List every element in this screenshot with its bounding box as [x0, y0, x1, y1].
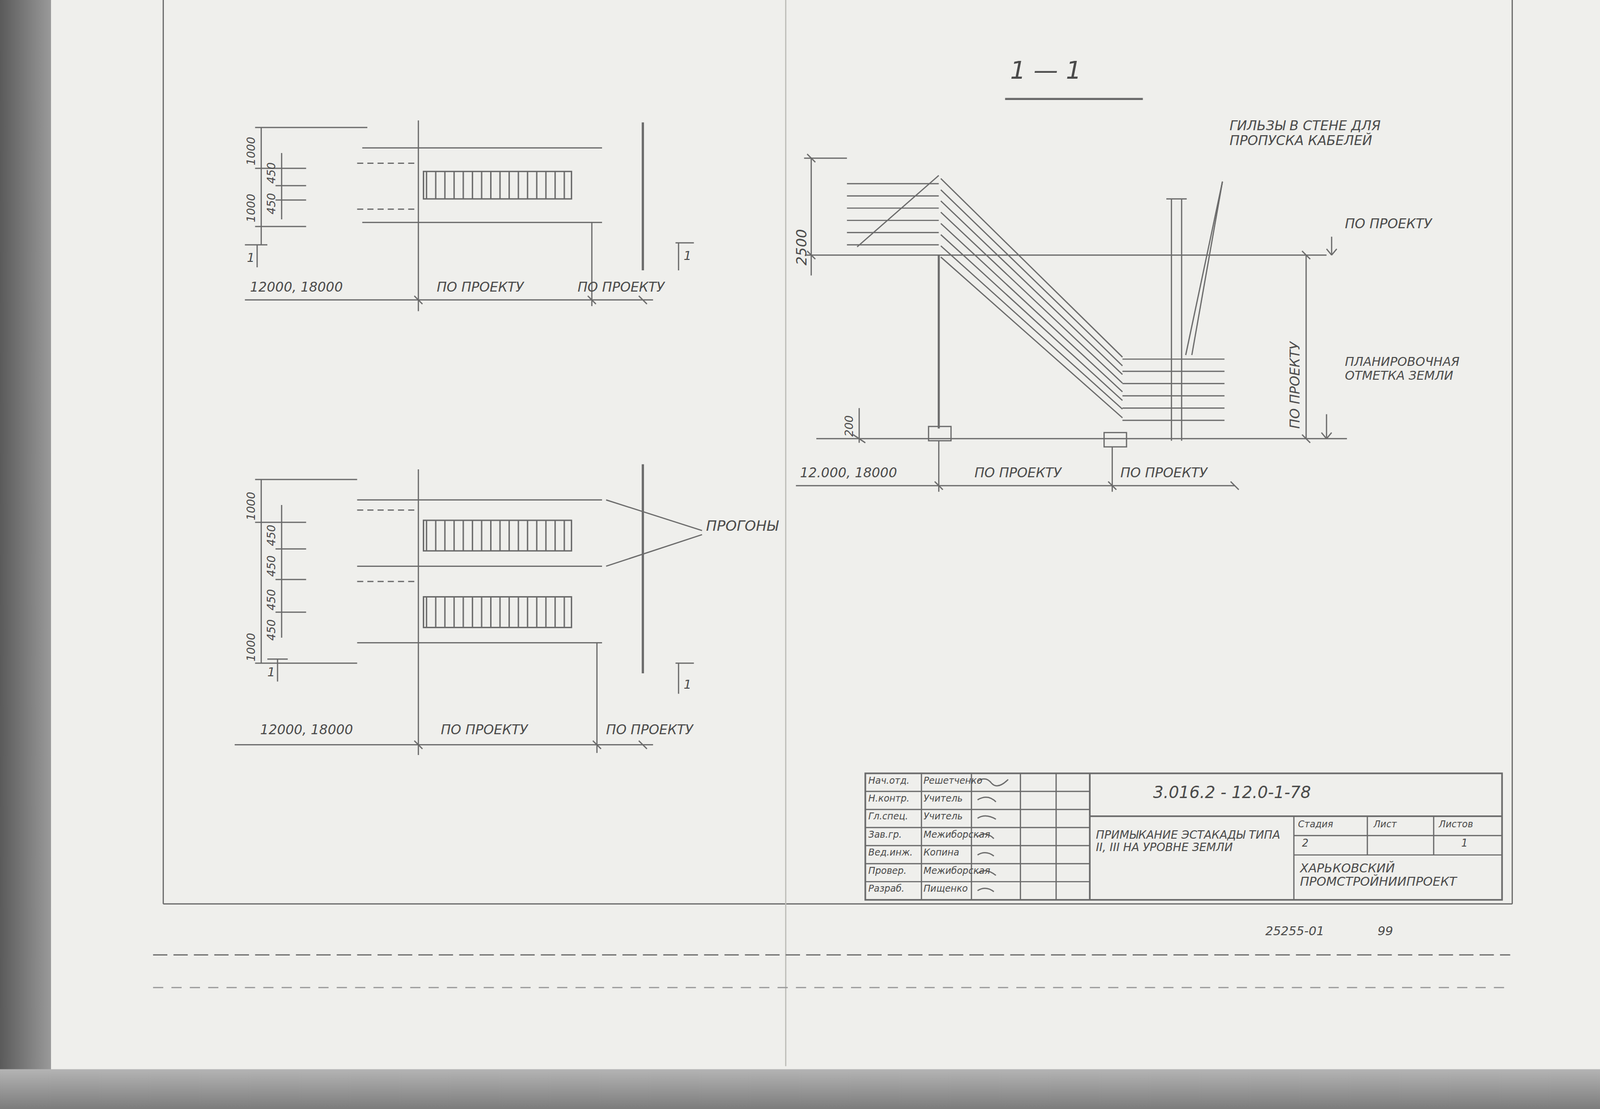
- note-text: ПЛАНИРОВОЧНАЯ ОТМЕТКА ЗЕМЛИ: [1345, 354, 1468, 382]
- label-text: ПО ПРОЕКТУ: [1345, 216, 1433, 231]
- label-text: Провер.: [868, 865, 907, 876]
- note-text: ПРИМЫКАНИЕ ЭСТАКАДЫ ТИПА II, III НА УРОВ…: [1096, 828, 1289, 854]
- dimension-text: 1000: [245, 194, 258, 223]
- label-text: Разраб.: [868, 883, 905, 894]
- label-text: ПО ПРОЕКТУ: [440, 722, 528, 737]
- label-text: 12.000, 18000: [800, 465, 898, 480]
- label-text: 25255-01: [1265, 924, 1325, 938]
- dimension-text: 200: [843, 415, 856, 437]
- dimension-text: 2500: [794, 229, 810, 266]
- label-text: 12000, 18000: [260, 722, 353, 737]
- note-text: ХАРЬКОВСКИЙ ПРОМСТРОЙНИИПРОЕКТ: [1300, 861, 1499, 889]
- label-text: Учитель: [923, 793, 963, 804]
- dimension-text: 450: [265, 524, 278, 547]
- label-text: 1: [683, 249, 692, 263]
- label-text: 1 — 1: [1010, 56, 1082, 84]
- label-text: Решетченко: [923, 775, 983, 786]
- label-text: Зав.гр.: [868, 829, 902, 840]
- label-text: 12000, 18000: [250, 279, 343, 295]
- label-text: ПО ПРОЕКТУ: [605, 722, 694, 737]
- label-text: ПО ПРОЕКТУ: [577, 279, 665, 295]
- dimension-text: 450: [265, 588, 278, 610]
- label-text: Учитель: [923, 811, 963, 822]
- dimension-text: ПО ПРОЕКТУ: [1287, 341, 1302, 429]
- label-text: Пищенко: [923, 883, 968, 894]
- label-text: 3.016.2 - 12.0-1-78: [1152, 783, 1311, 802]
- label-text: 1: [683, 677, 692, 692]
- label-text: Копина: [923, 847, 959, 858]
- label-text: Межиборская: [923, 865, 991, 876]
- label-text: ПРОГОНЫ: [705, 518, 779, 535]
- dimension-text: 450: [265, 162, 278, 184]
- dimension-text: 1000: [245, 492, 258, 521]
- label-text: Нач.отд.: [868, 775, 910, 786]
- label-text: Гл.спец.: [868, 811, 908, 822]
- label-text: Вед.инж.: [868, 847, 913, 858]
- dimension-text: 450: [265, 619, 278, 641]
- dimension-text: 450: [265, 193, 278, 215]
- label-text: 1: [267, 665, 276, 679]
- dimension-text: 1000: [245, 632, 258, 662]
- label-text: ПО ПРОЕКТУ: [1120, 465, 1208, 480]
- label-text: 1: [1461, 837, 1468, 850]
- label-text: ПО ПРОЕКТУ: [974, 465, 1062, 480]
- label-text: Н.контр.: [868, 793, 910, 804]
- dimension-text: 1000: [245, 136, 258, 166]
- label-text: 2: [1301, 837, 1309, 850]
- dimension-text: 450: [265, 554, 278, 577]
- label-text: 99: [1377, 924, 1394, 938]
- label-text: Листов: [1438, 819, 1473, 830]
- note-text: ГИЛЬЗЫ В СТЕНЕ ДЛЯ ПРОПУСКА КАБЕЛЕЙ: [1229, 118, 1383, 148]
- label-text: ПО ПРОЕКТУ: [436, 279, 524, 295]
- label-text: Стадия: [1298, 819, 1334, 830]
- label-text: Лист: [1373, 819, 1397, 830]
- label-text: 1: [247, 250, 255, 265]
- label-text: Межиборская: [923, 829, 991, 840]
